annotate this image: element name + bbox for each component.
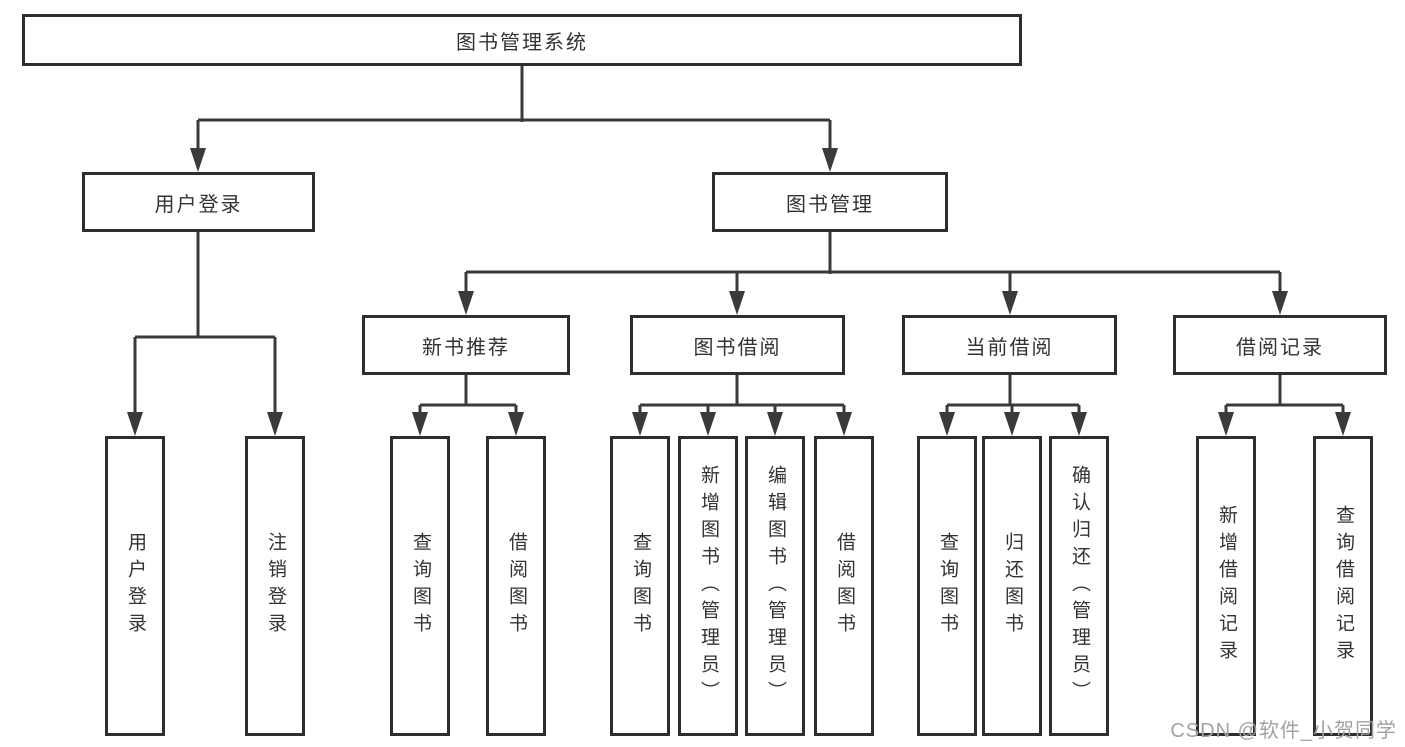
node-label: 当前借阅: [965, 336, 1054, 359]
node-label: 借阅图书: [506, 532, 527, 640]
node-current-borrowing: 当前借阅: [902, 315, 1117, 375]
node-library-management-system: 图书管理系统: [22, 14, 1022, 66]
node-label: 新增借阅记录: [1216, 505, 1237, 667]
leaf-query-borrow-record: 查询借阅记录: [1313, 436, 1373, 736]
leaf-add-borrow-record: 新增借阅记录: [1196, 436, 1256, 736]
leaf-borrow-books-borrowing: 借阅图书: [814, 436, 874, 736]
node-label: 编辑图书（管理员）: [765, 464, 786, 708]
arrowhead: [767, 412, 783, 436]
node-label: 借阅图书: [834, 532, 855, 640]
arrowhead: [267, 412, 283, 436]
arrowhead: [822, 148, 838, 172]
leaf-borrow-books-recommend: 借阅图书: [486, 436, 546, 736]
node-label: 用户登录: [154, 193, 243, 216]
node-label: 归还图书: [1002, 532, 1023, 640]
node-label: 确认归还（管理员）: [1069, 464, 1090, 708]
arrowhead: [1335, 412, 1351, 436]
leaf-confirm-return-admin: 确认归还（管理员）: [1049, 436, 1109, 736]
node-book-management: 图书管理: [712, 172, 948, 232]
node-label: 借阅记录: [1236, 336, 1324, 359]
leaf-logout: 注销登录: [245, 436, 305, 736]
arrowhead: [1218, 412, 1234, 436]
arrowhead: [1272, 291, 1288, 315]
arrowhead: [939, 412, 955, 436]
leaf-return-books: 归还图书: [982, 436, 1042, 736]
node-label: 图书借阅: [693, 336, 782, 359]
arrowhead: [412, 412, 428, 436]
arrowhead: [508, 412, 524, 436]
leaf-query-books-current: 查询图书: [917, 436, 977, 736]
leaf-query-books-recommend: 查询图书: [390, 436, 450, 736]
arrowhead: [836, 412, 852, 436]
node-borrowing-records: 借阅记录: [1173, 315, 1387, 375]
leaf-user-login: 用户登录: [105, 436, 165, 736]
arrowhead: [1002, 291, 1018, 315]
arrowhead: [127, 412, 143, 436]
node-label: 查询借阅记录: [1333, 505, 1354, 667]
node-label: 查询图书: [410, 532, 431, 640]
node-label: 新增图书（管理员）: [698, 464, 719, 708]
arrowhead: [632, 412, 648, 436]
arrowhead: [700, 412, 716, 436]
leaf-edit-books-admin: 编辑图书（管理员）: [745, 436, 805, 736]
leaf-add-books-admin: 新增图书（管理员）: [678, 436, 738, 736]
arrowhead: [190, 148, 206, 172]
leaf-query-books-borrowing: 查询图书: [610, 436, 670, 736]
arrowhead: [458, 291, 474, 315]
node-book-borrowing: 图书借阅: [630, 315, 845, 375]
arrowhead: [1004, 412, 1020, 436]
arrowhead: [729, 291, 745, 315]
node-label: 图书管理: [786, 193, 874, 216]
node-new-book-recommendation: 新书推荐: [362, 315, 570, 375]
node-label: 查询图书: [937, 532, 958, 640]
node-label: 查询图书: [630, 532, 651, 640]
arrowhead: [1071, 412, 1087, 436]
arrowheads: [127, 148, 1351, 436]
node-label: 图书管理系统: [456, 31, 588, 54]
node-label: 用户登录: [125, 532, 146, 640]
node-label: 新书推荐: [422, 336, 510, 359]
node-user-login: 用户登录: [82, 172, 315, 232]
connector-lines: [133, 66, 1345, 414]
csdn-watermark: CSDN @软件_小贺同学: [1170, 720, 1397, 742]
node-label: 注销登录: [265, 532, 286, 640]
